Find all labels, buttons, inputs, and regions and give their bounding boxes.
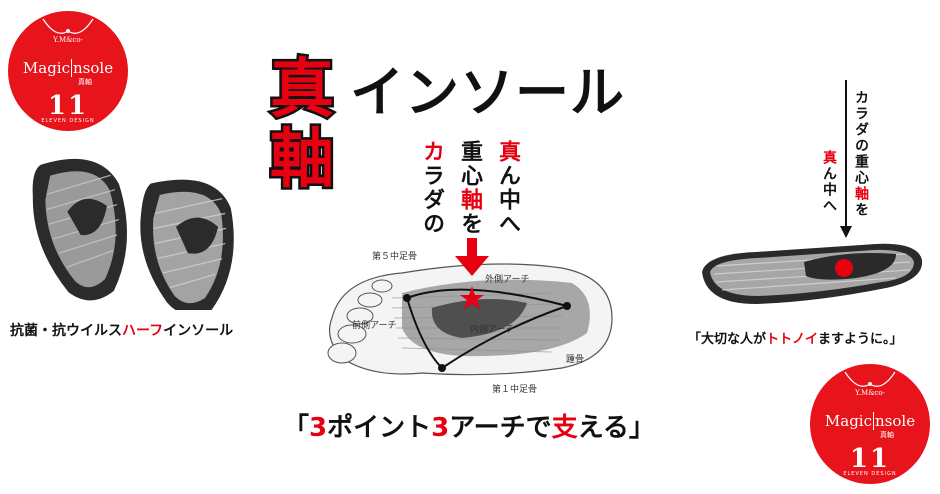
center-vertical-col2: 重心軸を bbox=[457, 140, 482, 236]
label-medial-arch: 内側アーチ bbox=[470, 325, 515, 335]
full-insole-image bbox=[702, 243, 923, 304]
center-vertical-col1: 真ん中へ bbox=[495, 140, 520, 236]
logo-kanji: 真軸 bbox=[78, 78, 92, 86]
right-vertical-col1: カラダの重心軸を bbox=[853, 90, 869, 218]
right-vertical-col2: 真ん中へ bbox=[821, 150, 837, 214]
logo-kanji: 真軸 bbox=[880, 431, 894, 439]
title-insole: インソール bbox=[350, 61, 625, 124]
logo-design: ELEVEN DESIGN bbox=[843, 471, 897, 477]
half-insole-caption: 抗菌・抗ウイルスハーフインソール bbox=[10, 323, 234, 339]
three-point-caption: 「3ポイント3アーチで支える」 bbox=[283, 413, 655, 443]
logo-maker: Y.M&co- bbox=[855, 389, 885, 397]
half-insole-image bbox=[32, 158, 234, 310]
logo-number: 11 bbox=[849, 444, 891, 474]
laurel-icon bbox=[42, 18, 94, 34]
laurel-icon bbox=[844, 371, 896, 387]
logo-number: 11 bbox=[47, 91, 89, 121]
center-star-icon bbox=[460, 286, 484, 309]
label-fifth-metatarsal: 第５中足骨 bbox=[372, 252, 418, 262]
title-shin: 真 bbox=[268, 53, 337, 127]
foot-arch-diagram bbox=[327, 238, 613, 376]
logo-design: ELEVEN DESIGN bbox=[41, 118, 95, 124]
logo-maker: Y.M&co- bbox=[53, 36, 83, 44]
center-vertical-col3: カラダの bbox=[419, 140, 444, 236]
label-transverse-arch: 前側アーチ bbox=[352, 321, 397, 331]
label-first-metatarsal: 第１中足骨 bbox=[492, 385, 538, 395]
title-jiku: 軸 bbox=[268, 123, 337, 197]
center-of-gravity-dot bbox=[835, 259, 853, 277]
wish-caption: 「大切な人がトトノイますように。」 bbox=[688, 332, 903, 347]
down-arrow-icon bbox=[840, 80, 852, 238]
label-lateral-arch: 外側アーチ bbox=[485, 275, 530, 285]
label-heel: 踵骨 bbox=[566, 355, 585, 365]
